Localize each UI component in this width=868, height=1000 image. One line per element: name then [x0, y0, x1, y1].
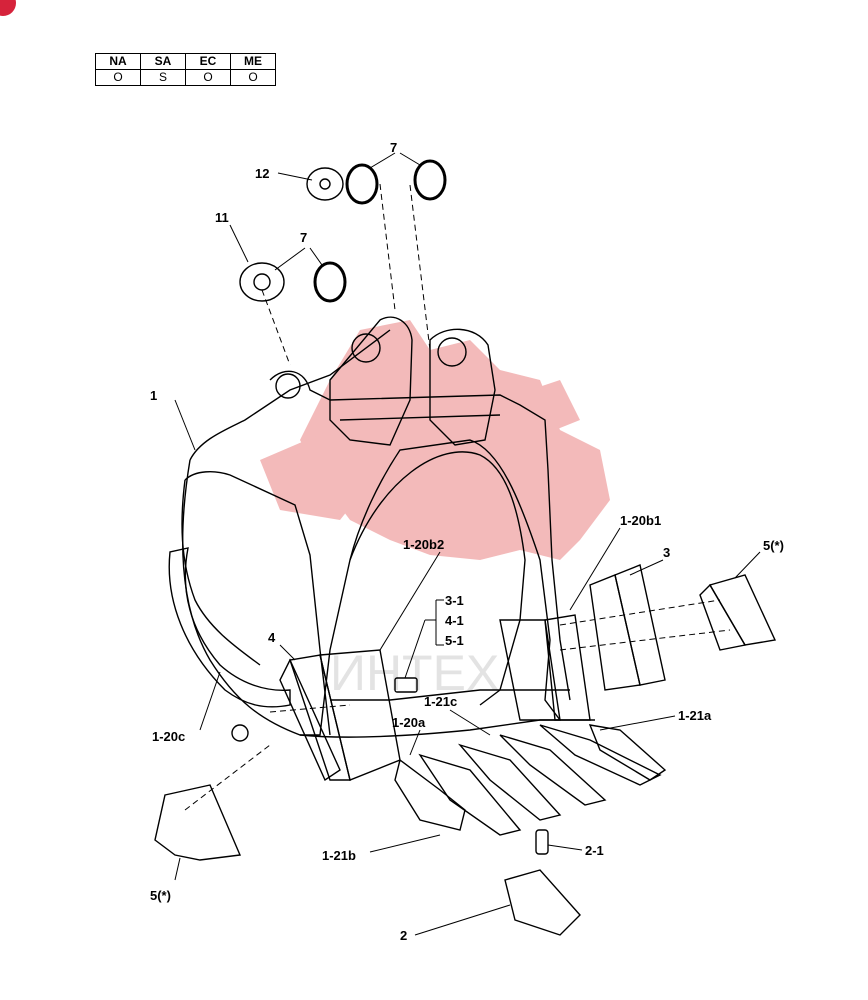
label-1-21a: 1-21a — [678, 708, 712, 723]
label-1-21b: 1-21b — [322, 848, 356, 863]
o-ring-top-2 — [413, 159, 447, 201]
bushings — [239, 167, 344, 302]
label-3: 3 — [663, 545, 670, 560]
label-1-20b1: 1-20b1 — [620, 513, 661, 528]
label-5-right: 5(*) — [763, 538, 784, 553]
region-value-me: O — [230, 69, 276, 86]
label-2: 2 — [400, 928, 407, 943]
label-12: 12 — [255, 166, 269, 181]
side-cutter-right — [544, 614, 591, 721]
side-wear-strip — [168, 547, 291, 708]
side-protector-right — [708, 574, 777, 646]
o-ring-mid — [313, 261, 347, 303]
label-11: 11 — [215, 210, 229, 225]
label-4: 4 — [268, 630, 276, 645]
boss-lug-left — [329, 316, 413, 446]
pin-2-1 — [535, 829, 549, 855]
label-4-1: 4-1 — [445, 613, 464, 628]
region-applicability-table: NA SA EC ME O S O O — [95, 53, 276, 86]
region-table-value-row: O S O O — [95, 69, 276, 86]
label-5-1: 5-1 — [445, 633, 464, 648]
leader-lines — [174, 152, 761, 936]
nut — [231, 724, 249, 742]
bolt-3-1 — [394, 677, 418, 693]
label-5-left: 5(*) — [150, 888, 171, 903]
boss-lug-right — [429, 328, 496, 446]
watermark-gear-logo — [260, 320, 610, 560]
corner-logo-mark — [0, 0, 16, 16]
label-7-top: 7 — [390, 140, 397, 155]
label-1-20a: 1-20a — [392, 715, 426, 730]
region-table-header-row: NA SA EC ME — [95, 53, 276, 70]
side-cutter-3 — [614, 564, 666, 686]
o-ring-top-1 — [345, 163, 379, 205]
region-header-sa: SA — [140, 53, 186, 70]
bucket-teeth — [394, 724, 667, 836]
region-value-na: O — [95, 69, 141, 86]
bucket-linework — [154, 316, 777, 936]
side-cutter-plate-left — [279, 658, 341, 782]
label-1-20c: 1-20c — [152, 729, 185, 744]
side-protector-left — [154, 784, 242, 861]
tooth-2 — [504, 869, 581, 936]
o-rings — [313, 159, 447, 303]
region-value-sa: S — [140, 69, 186, 86]
label-7-mid: 7 — [300, 230, 307, 245]
label-1-20b2: 1-20b2 — [403, 537, 444, 552]
label-1-21c: 1-21c — [424, 694, 457, 709]
label-3-1: 3-1 — [445, 593, 464, 608]
label-2-1: 2-1 — [585, 843, 604, 858]
label-1: 1 — [150, 388, 157, 403]
